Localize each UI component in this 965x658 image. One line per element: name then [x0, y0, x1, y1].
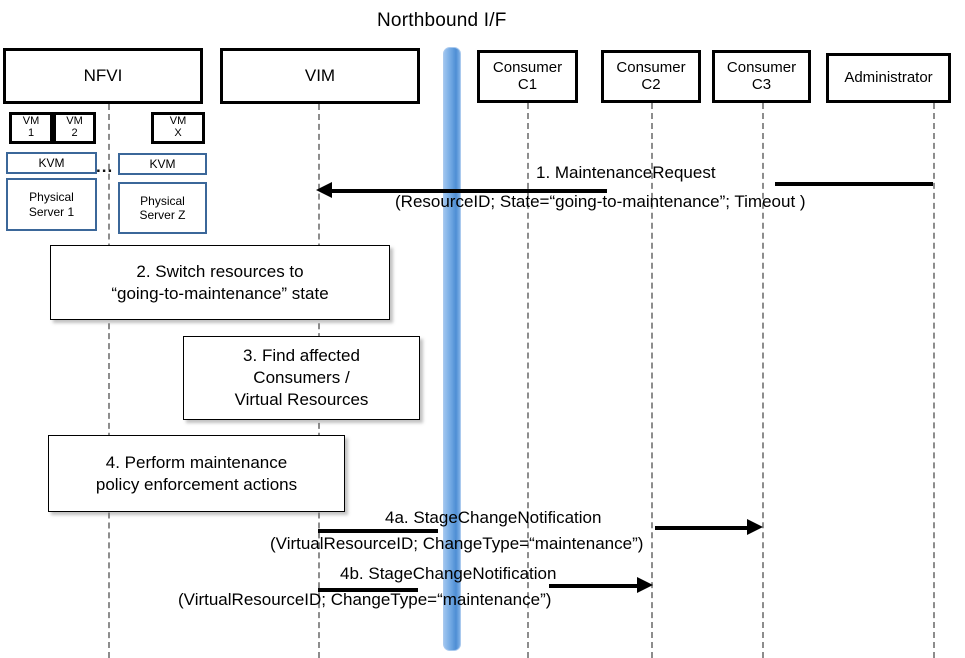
msg4b-arrowhead-icon: [637, 577, 653, 593]
actor-consumer-c3-label-line1: Consumer: [726, 58, 797, 76]
diagram-title: Northbound I/F: [377, 10, 507, 31]
vm-box-1-line2: 1: [27, 127, 35, 139]
msg1-arrow-line-right-segment: [775, 182, 933, 186]
msg4b-label: 4b. StageChangeNotification: [340, 564, 557, 583]
actor-administrator[interactable]: Administrator: [826, 53, 951, 103]
physical-server-box-1-line1: Physical: [29, 190, 74, 205]
vm-box-1[interactable]: VM 1: [9, 112, 53, 144]
actor-consumer-c3[interactable]: Consumer C3: [712, 50, 811, 103]
lifeline-consumer-c1: [527, 103, 529, 658]
physical-server-box-z[interactable]: Physical Server Z: [118, 182, 207, 234]
vm-box-2[interactable]: VM 2: [53, 112, 96, 144]
physical-server-box-1[interactable]: Physical Server 1: [6, 178, 97, 231]
hypervisor-box-kvm-1[interactable]: KVM: [6, 152, 97, 174]
physical-server-box-z-line1: Physical: [140, 193, 185, 208]
lifeline-consumer-c3: [762, 103, 764, 658]
vm-box-2-line1: VM: [66, 115, 83, 128]
lifeline-administrator: [933, 103, 935, 658]
hypervisor-box-kvm-1-label: KVM: [38, 156, 65, 170]
actor-consumer-c1-label-line2: C1: [517, 75, 538, 93]
actor-vim[interactable]: VIM: [220, 48, 420, 104]
actor-administrator-label: Administrator: [844, 68, 933, 86]
vm-box-x-line1: VM: [169, 115, 187, 128]
lifeline-nfvi: [108, 104, 110, 658]
vm-box-x[interactable]: VM X: [151, 112, 205, 144]
step-box-2-line1: 2. Switch resources to: [136, 261, 304, 281]
step-box-3[interactable]: 3. Find affected Consumers / Virtual Res…: [183, 336, 420, 420]
msg4a-label: 4a. StageChangeNotification: [385, 508, 602, 527]
actor-nfvi-label: NFVI: [83, 66, 123, 86]
msg1-params: (ResourceID; State=“going-to-maintenance…: [395, 192, 806, 211]
hypervisor-box-kvm-2[interactable]: KVM: [118, 153, 207, 175]
vm-box-x-line2: X: [174, 127, 182, 139]
actor-consumer-c2[interactable]: Consumer C2: [601, 50, 701, 103]
msg1-arrow-line-left-segment: [332, 189, 607, 193]
msg1-arrowhead-icon: [316, 182, 332, 198]
msg4a-params: (VirtualResourceID; ChangeType=“maintena…: [270, 534, 644, 553]
ellipsis-separator: ...: [96, 157, 114, 176]
step-box-3-line1: 3. Find affected: [243, 346, 360, 366]
step-box-2[interactable]: 2. Switch resources to “going-to-mainten…: [50, 245, 390, 320]
hypervisor-box-kvm-2-label: KVM: [149, 157, 176, 171]
actor-consumer-c1-label-line1: Consumer: [492, 58, 563, 76]
msg4b-params: (VirtualResourceID; ChangeType=“maintena…: [178, 590, 552, 609]
actor-consumer-c2-label-line1: Consumer: [616, 58, 686, 76]
msg4a-arrowhead-icon: [747, 519, 763, 535]
northbound-interface-bar: [443, 47, 461, 651]
msg4b-arrow-line-left-segment: [318, 588, 418, 592]
actor-nfvi[interactable]: NFVI: [3, 48, 203, 104]
vm-box-2-line2: 2: [71, 127, 78, 139]
actor-vim-label: VIM: [304, 66, 336, 86]
lifeline-consumer-c2: [651, 103, 653, 658]
physical-server-box-1-line2: Server 1: [28, 204, 75, 219]
vm-box-1-line1: VM: [22, 115, 40, 128]
msg1-label: 1. MaintenanceRequest: [536, 163, 716, 182]
msg4a-arrow-line-right-segment: [655, 526, 747, 530]
msg4a-arrow-line-left-segment: [318, 529, 438, 533]
step-box-4-line1: 4. Perform maintenance: [105, 452, 288, 472]
actor-consumer-c3-label-line2: C3: [751, 75, 772, 93]
msg4b-arrow-line-right-segment: [549, 584, 637, 588]
step-box-2-line2: “going-to-maintenance” state: [111, 283, 329, 303]
step-box-3-line2: Consumers /: [253, 368, 350, 388]
step-box-4[interactable]: 4. Perform maintenance policy enforcemen…: [48, 435, 345, 512]
step-box-3-line3: Virtual Resources: [234, 389, 369, 409]
step-box-4-line2: policy enforcement actions: [95, 474, 298, 494]
actor-consumer-c2-label-line2: C2: [641, 75, 661, 93]
physical-server-box-z-line2: Server Z: [139, 208, 186, 222]
actor-consumer-c1[interactable]: Consumer C1: [477, 50, 578, 103]
